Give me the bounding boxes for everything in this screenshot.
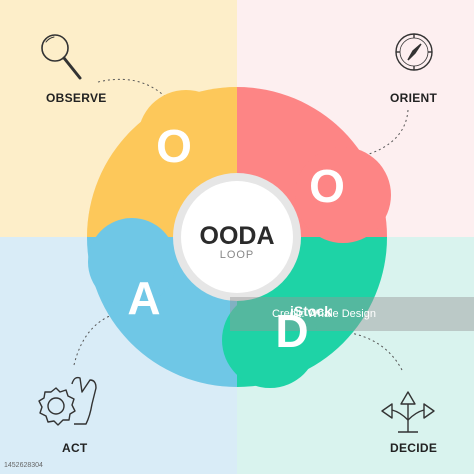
compass-icon bbox=[395, 33, 433, 71]
observe-letter: O bbox=[156, 120, 192, 172]
decide-letter: D bbox=[275, 305, 309, 357]
gear-hand-icon bbox=[38, 376, 97, 426]
watermark-logo: iStock bbox=[290, 303, 333, 319]
act-letter: A bbox=[127, 272, 161, 324]
observe-connector bbox=[97, 78, 179, 113]
center-subtitle: LOOP bbox=[219, 249, 255, 261]
observe-lobe bbox=[138, 90, 234, 186]
decide-label: DECIDE bbox=[390, 441, 438, 455]
act-label: ACT bbox=[62, 441, 88, 455]
watermark-banner: Credit: Whale Design bbox=[230, 297, 474, 331]
decide-connector bbox=[344, 331, 403, 371]
center-title: OODA bbox=[199, 222, 275, 250]
stock-id: 1452628304 bbox=[4, 462, 43, 469]
orient-lobe bbox=[295, 147, 391, 243]
crossroads-arrows-icon bbox=[381, 391, 435, 433]
orient-label: ORIENT bbox=[390, 91, 438, 105]
act-connector bbox=[73, 311, 123, 366]
center-hub bbox=[181, 181, 293, 293]
decide-lobe bbox=[222, 292, 318, 388]
observe-label: OBSERVE bbox=[46, 91, 107, 105]
orient-letter: O bbox=[309, 160, 345, 212]
magnifier-icon bbox=[41, 34, 82, 80]
act-lobe bbox=[88, 218, 176, 306]
